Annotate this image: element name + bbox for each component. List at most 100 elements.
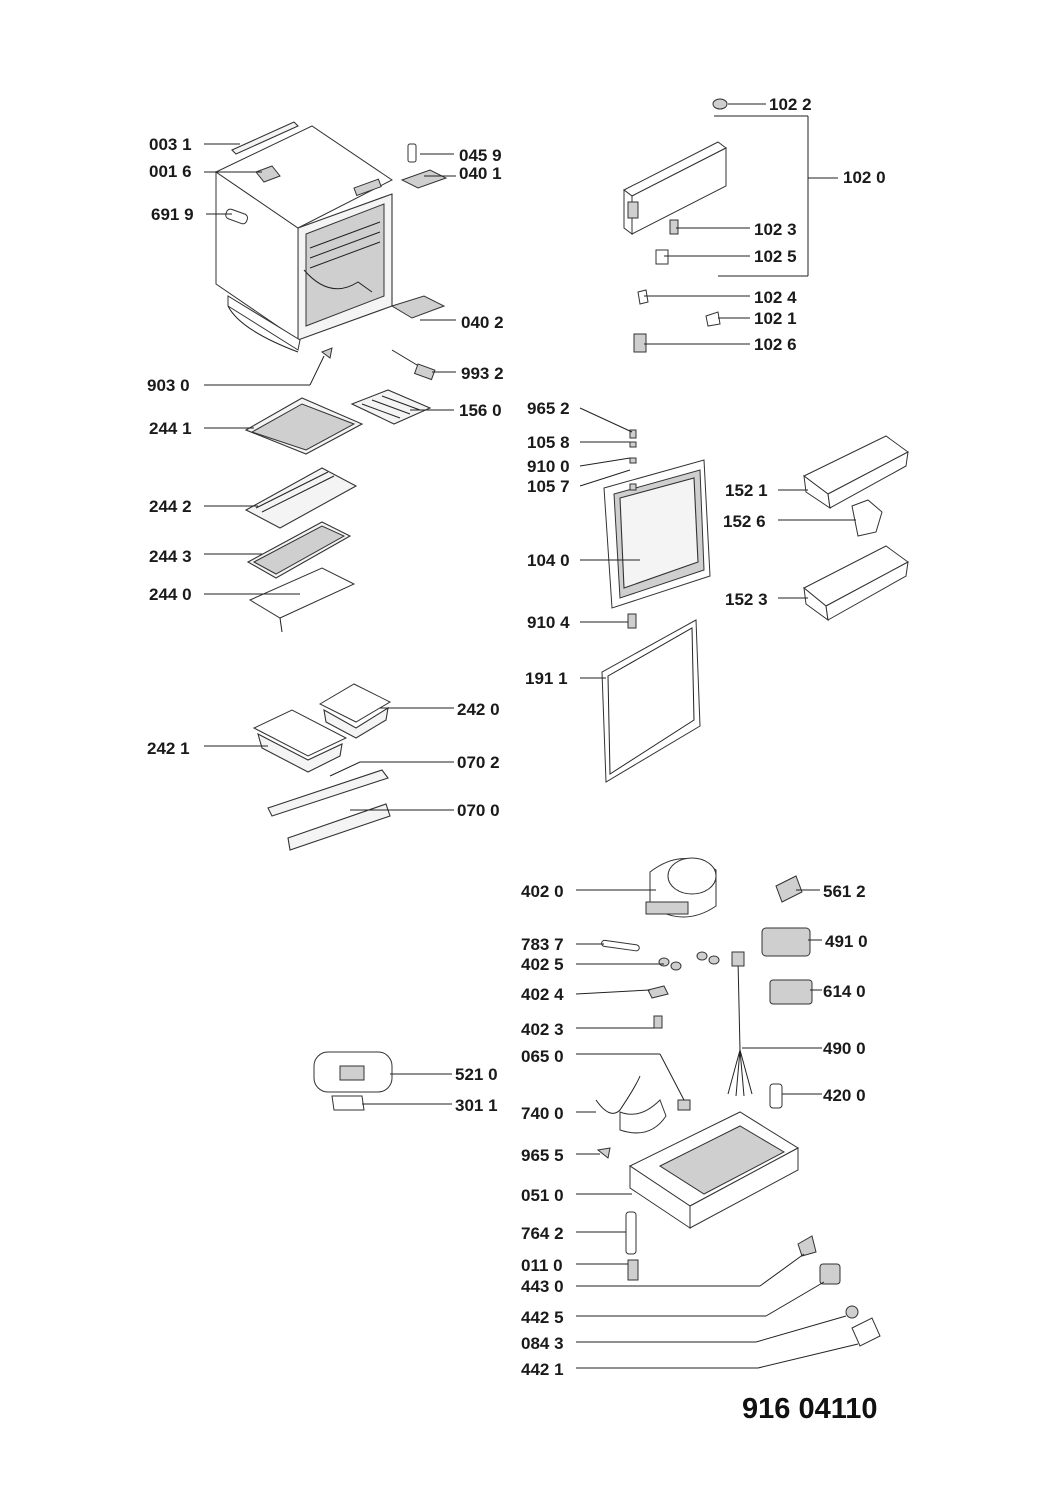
label-102-6: 102 6 (754, 335, 797, 354)
latch-102-3 (669, 219, 679, 235)
thermostat-sensor (391, 349, 436, 381)
label-152-3: 152 3 (725, 590, 768, 609)
label-402-5: 402 5 (521, 955, 564, 974)
label-442-5: 442 5 (521, 1308, 564, 1327)
label-903-0: 903 0 (147, 376, 190, 395)
compressor-402-0 (645, 857, 717, 918)
label-740-0: 740 0 (521, 1104, 564, 1123)
label-764-2: 764 2 (521, 1224, 564, 1243)
shelf-244-2 (244, 467, 358, 529)
clip-402-3 (653, 1015, 663, 1029)
hinge-top (400, 169, 448, 189)
label-691-9: 691 9 (151, 205, 194, 224)
label-011-0: 011 0 (521, 1256, 563, 1275)
bracket-561-2 (775, 875, 803, 903)
label-244-1: 244 1 (149, 419, 192, 438)
label-490-0: 490 0 (823, 1039, 866, 1058)
label-242-0: 242 0 (457, 700, 500, 719)
label-040-1: 040 1 (459, 164, 502, 183)
top-trim-strip (231, 121, 299, 155)
label-102-1: 102 1 (754, 309, 797, 328)
label-491-0: 491 0 (825, 932, 868, 951)
thermostat-764-2 (625, 1211, 637, 1255)
bracket-442-1 (851, 1317, 881, 1347)
label-301-1: 301 1 (455, 1096, 498, 1115)
label-070-0: 070 0 (457, 801, 500, 820)
leader-lines (204, 103, 859, 1369)
label-561-2: 561 2 (823, 882, 866, 901)
document-code: 916 04110 (742, 1393, 877, 1425)
label-040-2: 040 2 (461, 313, 504, 332)
rubber-feet-402-5 (658, 951, 720, 971)
label-442-1: 442 1 (521, 1360, 564, 1379)
label-102-4: 102 4 (754, 288, 797, 307)
drain-plug (320, 347, 333, 359)
crisper-242-0 (318, 683, 392, 739)
capacitor-unit-614-0 (769, 979, 813, 1005)
label-084-3: 084 3 (521, 1334, 564, 1353)
label-102-5: 102 5 (754, 247, 797, 266)
knob-443-0 (797, 1235, 817, 1257)
label-102-2: 102 2 (769, 95, 812, 114)
latch-102-5 (655, 249, 669, 265)
clip-102-1 (705, 311, 721, 327)
shelf-glass-244-0 (248, 567, 356, 633)
label-443-0: 443 0 (521, 1277, 564, 1296)
power-cable-490-0 (727, 951, 753, 1097)
bracket-102-6 (633, 333, 647, 353)
hinge-pin (407, 143, 417, 163)
label-402-0: 402 0 (521, 882, 564, 901)
front-profile-070-0 (287, 803, 391, 851)
handle-side (225, 208, 249, 225)
label-156-0: 156 0 (459, 401, 502, 420)
cabinet-body (215, 125, 393, 353)
spring-011-0 (627, 1259, 639, 1281)
base-tray-051-0 (628, 1111, 799, 1229)
label-244-2: 244 2 (149, 497, 192, 516)
label-105-7: 105 7 (527, 477, 570, 496)
door-gasket-191-1 (601, 619, 701, 783)
thermostat-442-5 (819, 1263, 841, 1285)
label-152-6: 152 6 (723, 512, 766, 531)
label-402-3: 402 3 (521, 1020, 564, 1039)
label-910-4: 910 4 (527, 613, 570, 632)
label-105-8: 105 8 (527, 433, 570, 452)
label-244-0: 244 0 (149, 585, 192, 604)
hinge-bottom (390, 295, 446, 319)
cap-102-2 (712, 98, 728, 110)
filter-783-7 (601, 939, 640, 952)
label-070-2: 070 2 (457, 753, 500, 772)
freezer-door-assembly (623, 141, 727, 235)
label-152-1: 152 1 (725, 481, 768, 500)
top-bracket (255, 165, 281, 183)
control-panel-521-0 (313, 1051, 393, 1093)
label-003-1: 003 1 (149, 135, 192, 154)
clip-102-4 (637, 289, 649, 305)
label-993-2: 993 2 (461, 364, 504, 383)
relay-491-0 (761, 927, 811, 957)
label-102-0: 102 0 (843, 168, 886, 187)
label-301-1 (331, 1095, 365, 1111)
door-bin-152-3 (803, 545, 909, 622)
label-965-2: 965 2 (527, 399, 570, 418)
front-profile-070-2 (267, 769, 389, 817)
bushing-084-3 (845, 1305, 859, 1319)
label-244-3: 244 3 (149, 547, 192, 566)
label-102-3: 102 3 (754, 220, 797, 239)
label-104-0: 104 0 (527, 551, 570, 570)
label-420-0: 420 0 (823, 1086, 866, 1105)
door-104-0 (603, 459, 711, 609)
shelf-244-3 (246, 521, 352, 579)
label-521-0: 521 0 (455, 1065, 498, 1084)
clip-402-4 (647, 985, 669, 999)
label-614-0: 614 0 (823, 982, 866, 1001)
label-001-6: 001 6 (149, 162, 192, 181)
door-hinge-parts (627, 429, 637, 629)
capacitor-420-0 (769, 1083, 783, 1109)
label-045-9: 045 9 (459, 146, 502, 165)
label-191-1: 191 1 (525, 669, 568, 688)
screw-965-5 (596, 1147, 611, 1159)
label-051-0: 051 0 (521, 1186, 564, 1205)
shelf-244-1 (244, 397, 364, 455)
